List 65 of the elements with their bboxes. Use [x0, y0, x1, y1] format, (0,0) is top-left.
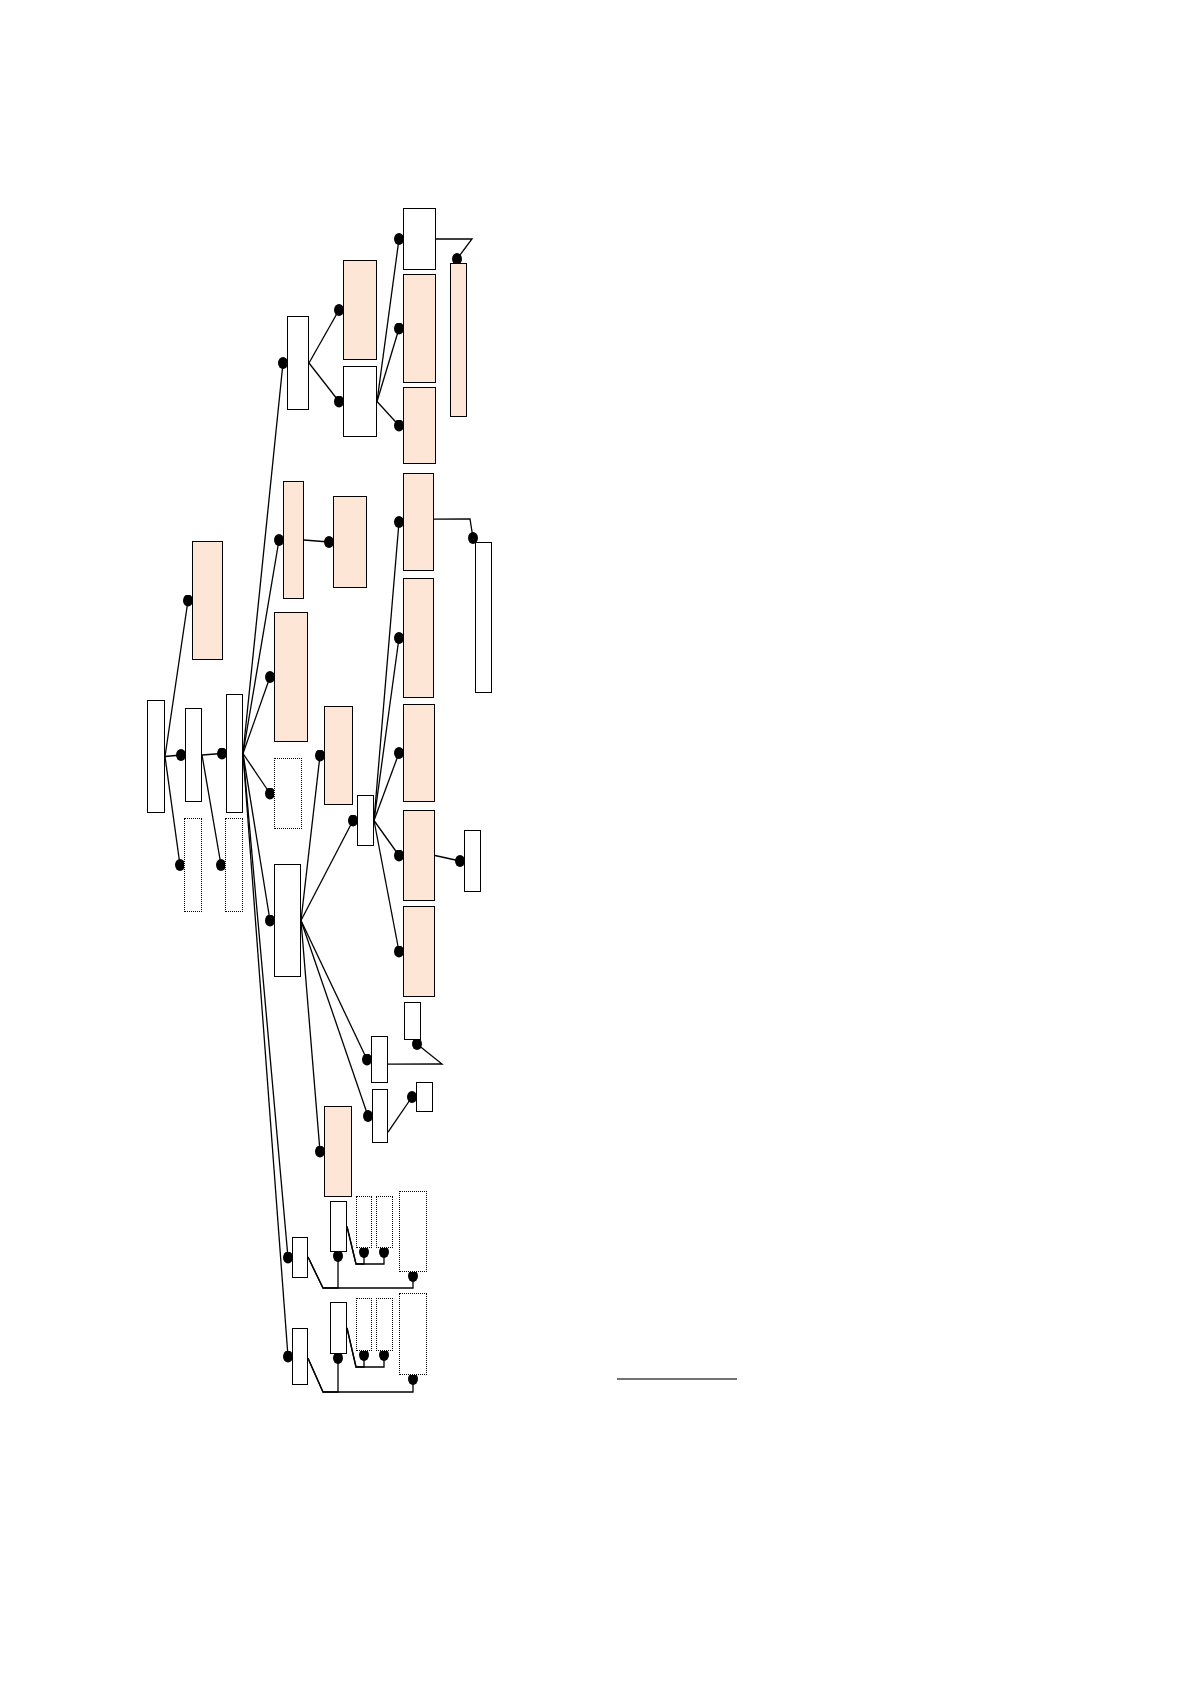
process-box [372, 1089, 388, 1143]
connector [300, 814, 358, 922]
process-box [226, 694, 243, 813]
connector [307, 1256, 418, 1289]
process-box [287, 316, 309, 410]
dashed-box [399, 1293, 427, 1375]
connector [376, 322, 404, 403]
connector [308, 362, 344, 408]
connector [346, 1327, 389, 1368]
connector [376, 400, 404, 432]
dashed-box [225, 818, 243, 912]
connector [346, 1225, 389, 1265]
highlighted-box [274, 612, 308, 742]
highlighted-box [403, 274, 436, 383]
dashed-box [356, 1298, 372, 1351]
dashed-box [274, 758, 302, 829]
highlighted-box [403, 704, 435, 802]
highlighted-box [192, 541, 223, 660]
connector [387, 1038, 444, 1065]
process-box [330, 1201, 347, 1252]
connector [300, 919, 372, 1066]
connector [433, 518, 478, 544]
dashed-box [399, 1191, 427, 1272]
highlighted-box [403, 578, 434, 698]
highlighted-box [324, 706, 353, 805]
highlighted-box [403, 387, 436, 464]
connector [164, 749, 186, 761]
process-box [185, 708, 202, 802]
process-box [147, 700, 165, 813]
process-box [371, 1036, 388, 1083]
highlighted-box [343, 260, 377, 360]
connector [434, 854, 465, 867]
process-box [330, 1302, 347, 1354]
process-box [464, 830, 481, 892]
connector [201, 747, 227, 760]
process-box [357, 795, 374, 846]
highlighted-box [403, 473, 434, 571]
connector [242, 671, 275, 755]
dashed-box [184, 818, 202, 912]
process-box [475, 542, 492, 693]
connector [373, 747, 404, 822]
highlighted-box [324, 1106, 352, 1197]
connector [373, 819, 404, 862]
connector [308, 304, 344, 364]
process-box [404, 1002, 421, 1040]
connector [387, 1091, 417, 1133]
process-box [403, 208, 436, 270]
dashed-box [376, 1298, 393, 1351]
process-box [274, 864, 301, 977]
connector [242, 752, 275, 800]
process-box [416, 1082, 433, 1112]
highlighted-box [403, 906, 435, 997]
dashed-box [376, 1196, 393, 1248]
connector [303, 536, 334, 548]
highlighted-box [450, 263, 467, 417]
dashed-box [356, 1196, 372, 1248]
highlighted-box [403, 810, 435, 901]
connector [307, 1357, 418, 1393]
process-box [343, 366, 377, 437]
process-box [292, 1237, 308, 1278]
connector [201, 754, 226, 871]
connector [435, 238, 474, 265]
highlighted-box [283, 481, 304, 599]
highlighted-box [333, 496, 367, 588]
process-box [292, 1328, 308, 1385]
